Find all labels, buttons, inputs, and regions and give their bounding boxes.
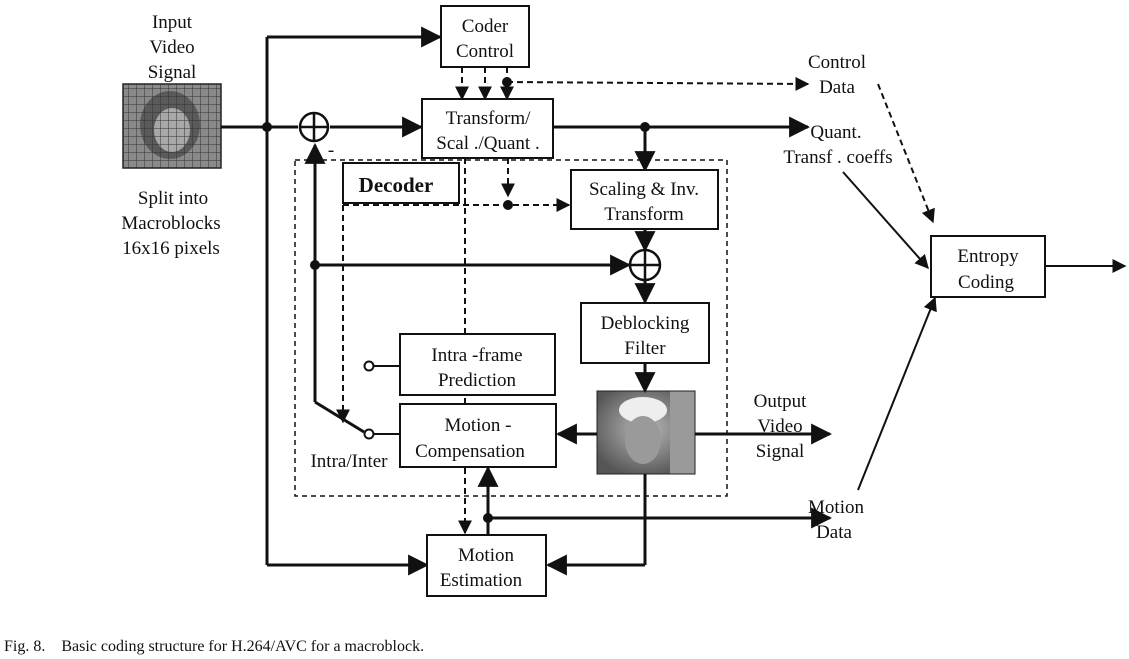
transform-block: Transform/ Scal ./Quant . (421, 98, 554, 159)
motion-compensation-block: Motion - Compensation (399, 403, 557, 468)
control-data-label-2: Data (819, 77, 855, 98)
coder-control-label-1: Coder (462, 16, 509, 37)
input-label-2: Video (149, 37, 194, 58)
split-label-3: 16x16 pixels (122, 238, 220, 259)
control-wires (336, 67, 935, 535)
scaling-label-2: Transform (604, 204, 684, 225)
split-label-1: Split into (138, 188, 208, 209)
output-label-3: Signal (756, 441, 805, 462)
output-video-label: Output Video Signal (754, 391, 808, 462)
output-frame-image (596, 390, 696, 475)
quant-label-1: Quant. (810, 122, 861, 143)
input-label-3: Signal (148, 62, 197, 83)
deblocking-filter-block: Deblocking Filter (580, 302, 710, 364)
motion-data-label-2: Data (816, 522, 852, 543)
intra-label-2: Prediction (438, 370, 517, 391)
split-label: Split into Macroblocks 16x16 pixels (121, 188, 220, 259)
intra-inter-label: Intra/Inter (310, 451, 388, 472)
motion-data-label-1: Motion (808, 497, 864, 518)
intra-terminal (363, 360, 375, 372)
quant-label-2: Transf . coeffs (783, 147, 892, 168)
figure-number: Fig. 8. (4, 638, 46, 655)
decoder-label: Decoder (359, 173, 434, 197)
input-label-1: Input (152, 12, 193, 33)
decoder-region (294, 159, 728, 497)
motion-comp-label-2: Compensation (415, 441, 525, 462)
inter-terminal (363, 428, 375, 440)
output-label-2: Video (757, 416, 802, 437)
entropy-coding-block: Entropy Coding (930, 235, 1046, 298)
summation-node-input (298, 111, 330, 143)
entropy-label-1: Entropy (957, 246, 1019, 267)
quant-coeffs-label: Quant. Transf . coeffs (783, 122, 892, 168)
motion-estimation-block: Motion Estimation (426, 534, 547, 597)
scaling-inverse-transform-block: Scaling & Inv. Transform (570, 169, 719, 230)
input-macroblock-image (122, 83, 222, 169)
output-label-1: Output (754, 391, 808, 412)
transform-label-2: Scal ./Quant . (436, 133, 539, 154)
summation-node-reconstruction (628, 248, 662, 282)
decoder-label-block: Decoder (342, 162, 460, 204)
intra-label-1: Intra -frame (431, 345, 522, 366)
intra-frame-prediction-block: Intra -frame Prediction (399, 333, 556, 396)
scaling-label-1: Scaling & Inv. (589, 179, 699, 200)
split-label-2: Macroblocks (121, 213, 220, 234)
wires (221, 26, 1127, 576)
coder-control-label-2: Control (456, 41, 514, 62)
motion-data-label: Motion Data (808, 497, 864, 543)
control-data-label: Control Data (808, 52, 866, 98)
junctions (262, 77, 650, 523)
motion-est-label-1: Motion (458, 545, 514, 566)
figure-caption-text: Basic coding structure for H.264/AVC for… (61, 638, 425, 655)
entropy-label-2: Coding (958, 272, 1014, 293)
motion-est-label-2: Estimation (440, 570, 523, 591)
motion-comp-label-1: Motion - (444, 415, 511, 436)
minus-sign: - (328, 140, 334, 161)
deblocking-label-2: Filter (624, 338, 666, 359)
control-data-label-1: Control (808, 52, 866, 73)
figure-caption: Fig. 8. Basic coding structure for H.264… (4, 638, 424, 656)
deblocking-label-1: Deblocking (601, 313, 690, 334)
coder-control-block: Coder Control (440, 5, 530, 68)
input-label: Input Video Signal (148, 12, 197, 83)
transform-label-1: Transform/ (446, 108, 532, 129)
